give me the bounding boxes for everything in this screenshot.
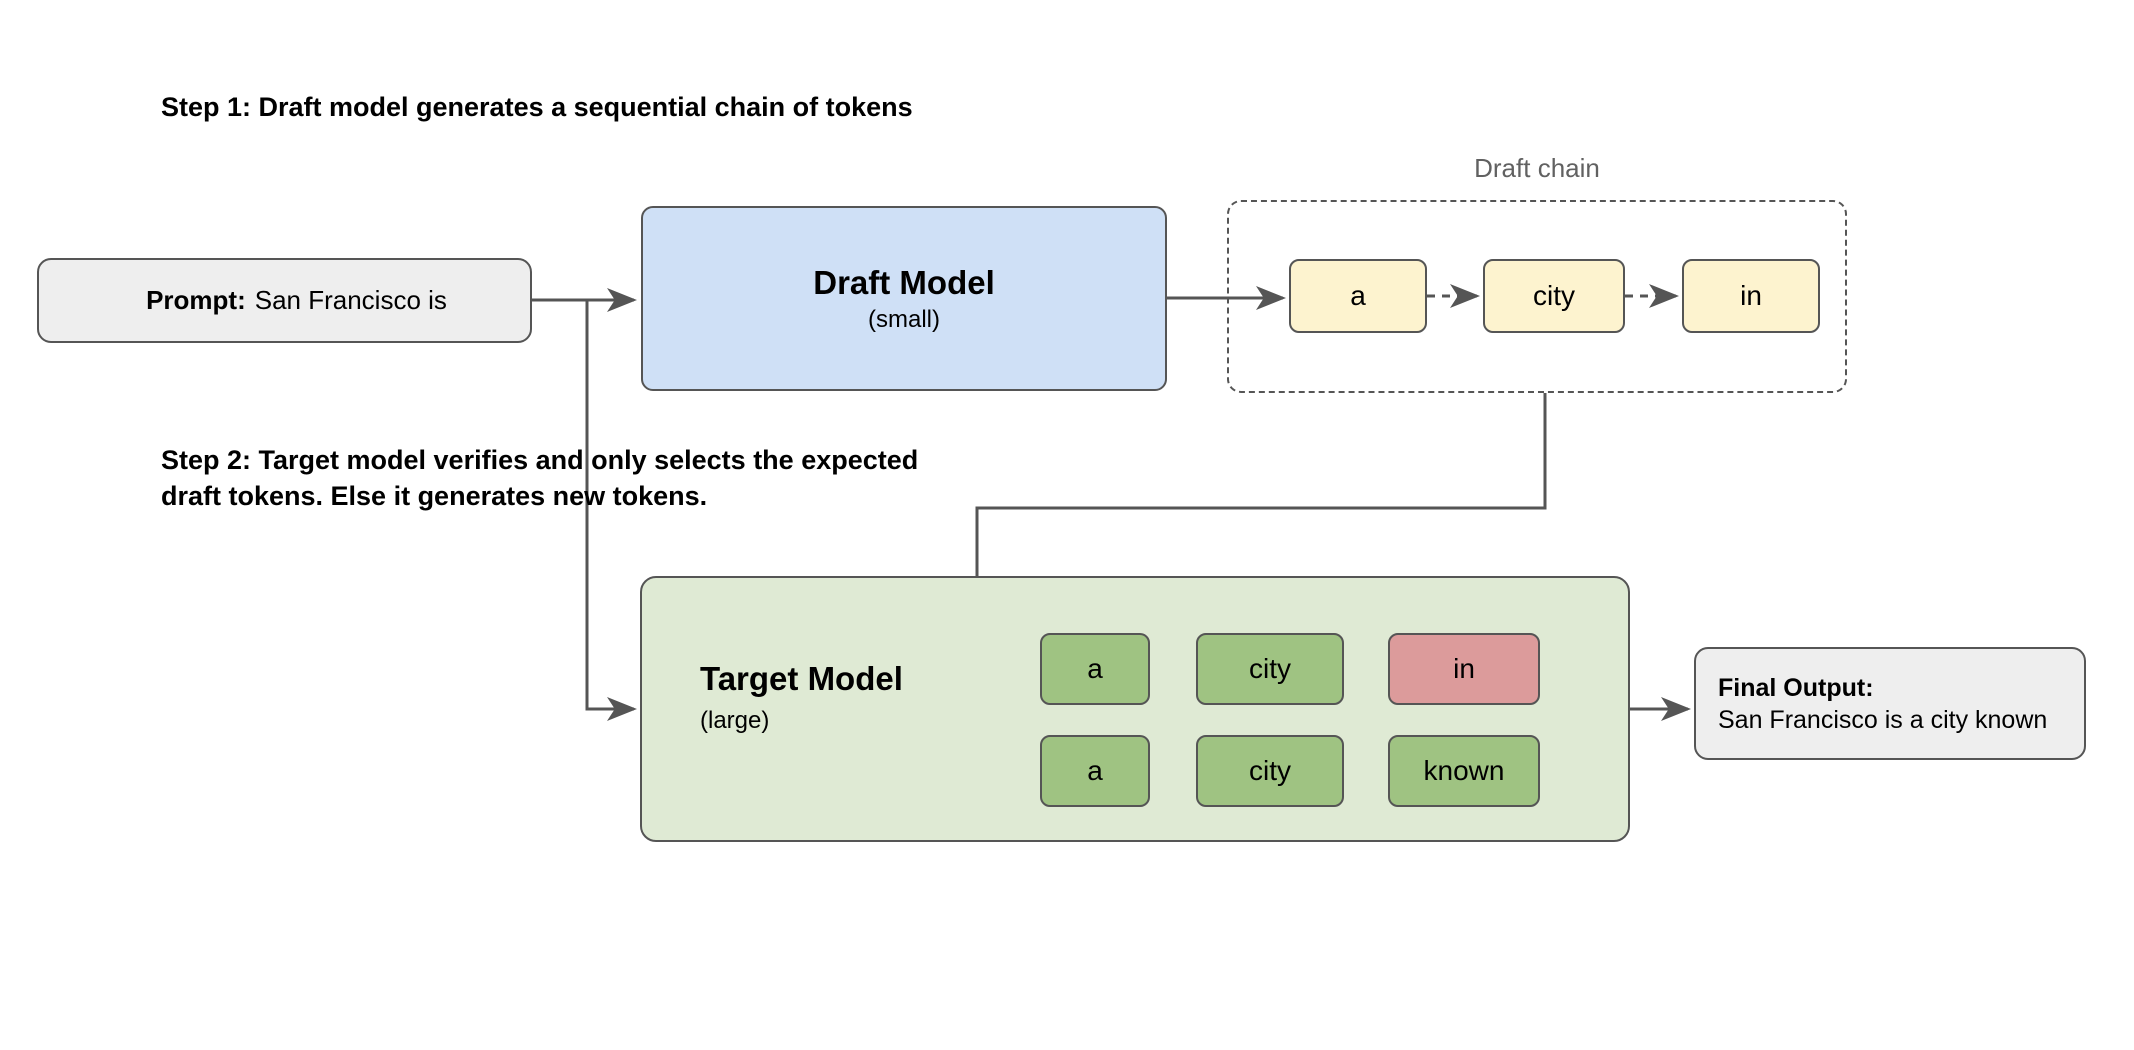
step-1-heading: Step 1: Draft model generates a sequenti… [161,92,913,122]
target-model-title: Target Model [700,660,903,697]
prompt-box[interactable]: Prompt: San Francisco is [37,258,532,343]
draft-chain-label: Draft chain [1474,153,1600,183]
prompt-text: San Francisco is [254,285,447,315]
target-row0-token-a[interactable]: a [1040,633,1150,705]
prompt-label: Prompt: [146,285,246,315]
target-row1-token-a[interactable]: a [1040,735,1150,807]
draft-model-box[interactable]: Draft Model (small) [641,206,1167,391]
target-row1-token-city[interactable]: city [1196,735,1344,807]
step-2-line-1: Step 2: Target model verifies and only s… [161,445,919,475]
target-model-subtitle: (large) [700,707,770,734]
final-output-label: Final Output: [1718,673,1874,702]
final-output-text: San Francisco is a city known [1718,705,2048,734]
target-row0-token-in-rejected[interactable]: in [1388,633,1540,705]
step-2-line-2: draft tokens. Else it generates new toke… [161,480,708,511]
target-row0-token-city[interactable]: city [1196,633,1344,705]
draft-token-city[interactable]: city [1483,259,1625,333]
draft-chain-container [1227,200,1847,393]
target-row1-token-known[interactable]: known [1388,735,1540,807]
draft-token-a[interactable]: a [1289,259,1427,333]
final-output-box[interactable]: Final Output: San Francisco is a city kn… [1694,647,2086,760]
draft-model-subtitle: (small) [868,306,940,334]
step-2-heading: Step 2: Target model verifies and only s… [161,443,918,514]
draft-model-title: Draft Model [813,263,995,301]
draft-token-in[interactable]: in [1682,259,1820,333]
